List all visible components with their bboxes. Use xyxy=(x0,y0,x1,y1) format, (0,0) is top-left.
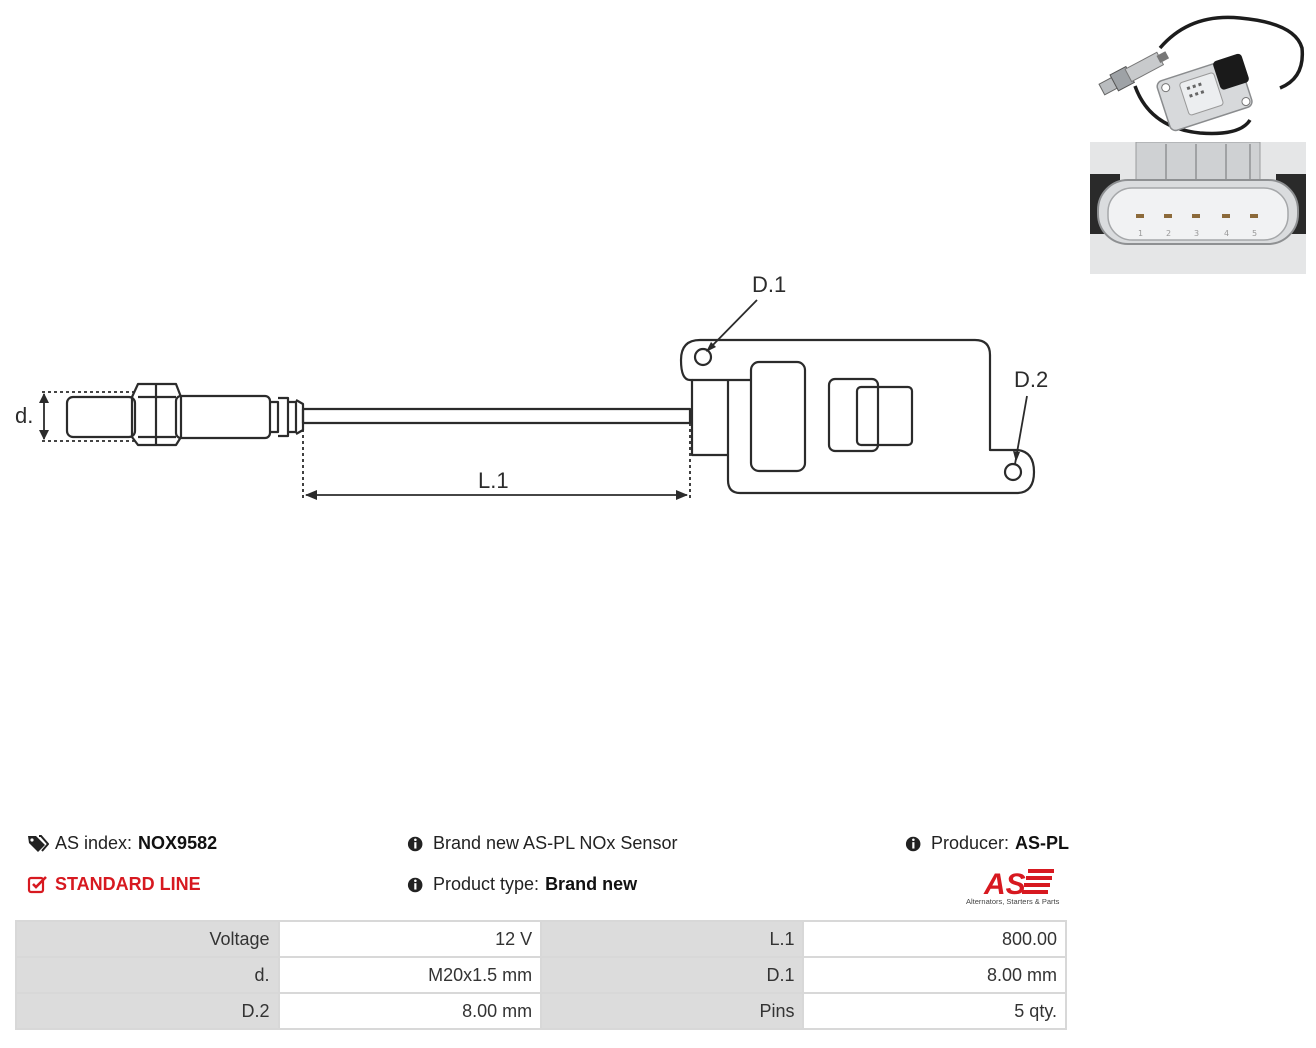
spec-value: 12 V xyxy=(279,922,541,956)
spec-value: 5 qty. xyxy=(804,994,1065,1028)
checkbox-checked-icon xyxy=(27,875,47,893)
mounting-hole-d2 xyxy=(1003,462,1023,482)
description-row: Brand new AS-PL NOx Sensor xyxy=(407,833,677,854)
as-index-label: AS index: xyxy=(55,833,133,853)
spec-key: D.2 xyxy=(17,994,278,1028)
technical-drawing: d. L.1 D.1 D.2 xyxy=(15,272,1048,500)
producer-row: Producer: AS-PL xyxy=(905,833,1069,854)
product-description: Brand new AS-PL NOx Sensor xyxy=(433,833,678,853)
info-icon xyxy=(407,877,423,892)
spec-key: Pins xyxy=(542,994,803,1028)
dimension-label-l1: L.1 xyxy=(478,468,509,493)
spec-value: 8.00 mm xyxy=(804,958,1065,992)
sensor-probe-tip xyxy=(65,395,137,439)
tags-icon xyxy=(28,834,49,852)
producer-label: Producer: xyxy=(931,833,1010,853)
connector-closeup-photo: 1 2 3 4 5 xyxy=(1090,142,1306,274)
info-icon xyxy=(407,836,423,851)
producer-value: AS-PL xyxy=(1015,833,1070,853)
dimension-label-d2: D.2 xyxy=(1014,367,1048,392)
product-type-label: Product type: xyxy=(433,874,540,894)
spec-value: M20x1.5 mm xyxy=(279,958,541,992)
standard-line-badge: STANDARD LINE xyxy=(27,874,201,895)
table-row: Voltage 12 V L.1 800.00 xyxy=(17,922,1065,956)
product-type-row: Product type: Brand new xyxy=(407,874,637,895)
spec-key: d. xyxy=(17,958,278,992)
spec-value: 8.00 mm xyxy=(279,994,541,1028)
logo-mark: AS xyxy=(983,868,1026,901)
control-module-housing xyxy=(679,338,1036,495)
spec-key: Voltage xyxy=(17,922,278,956)
sensor-cable xyxy=(301,407,692,425)
table-row: D.2 8.00 mm Pins 5 qty. xyxy=(17,994,1065,1028)
specification-table: Voltage 12 V L.1 800.00 d. M20x1.5 mm D.… xyxy=(15,920,1067,1030)
spec-key: L.1 xyxy=(542,922,803,956)
module-connector-plug xyxy=(827,377,880,453)
as-index-value: NOX9582 xyxy=(138,833,218,853)
product-type-value: Brand new xyxy=(545,874,638,894)
dimension-label-d1: D.1 xyxy=(752,272,786,297)
standard-line-label: STANDARD LINE xyxy=(55,874,201,894)
as-pl-logo: AS xyxy=(983,868,1054,901)
pin-number: 1 xyxy=(1138,229,1143,238)
spec-value: 800.00 xyxy=(804,922,1065,956)
pin-number: 2 xyxy=(1166,229,1171,238)
module-connector-slot xyxy=(749,360,807,473)
table-row: d. M20x1.5 mm D.1 8.00 mm xyxy=(17,958,1065,992)
spec-key: D.1 xyxy=(542,958,803,992)
product-photo xyxy=(1090,8,1306,136)
info-icon xyxy=(905,836,921,851)
logo-tagline: Alternators, Starters & Parts xyxy=(966,897,1060,906)
pin-number: 4 xyxy=(1224,229,1229,238)
pin-number: 5 xyxy=(1252,229,1257,238)
sensor-body xyxy=(174,394,272,440)
mounting-hole-d1 xyxy=(693,347,713,367)
pin-number: 3 xyxy=(1194,229,1199,238)
dimension-label-d: d. xyxy=(15,403,33,428)
as-index-row: AS index: NOX9582 xyxy=(27,833,217,854)
